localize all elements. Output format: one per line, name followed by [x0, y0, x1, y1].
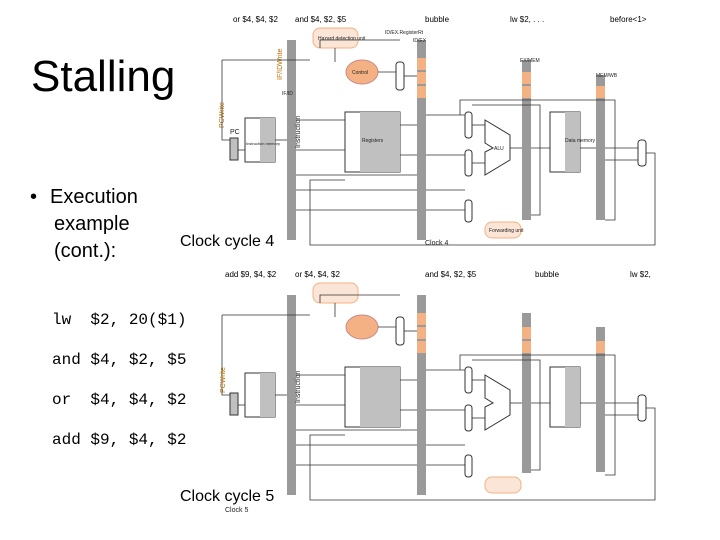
- alu: [484, 119, 511, 176]
- data-mem-label: Data memory: [565, 138, 596, 144]
- memwb-register: [596, 75, 605, 220]
- hazard-detection-unit: [312, 27, 359, 49]
- stage-label: add $9, $4, $2: [225, 270, 277, 279]
- clock-label: Clock 5: [225, 507, 248, 514]
- instruction-label: Instruction: [295, 371, 302, 403]
- idex-register: [417, 295, 426, 495]
- exmem-register: [522, 60, 531, 220]
- code-line: and $4, $2, $5: [52, 351, 187, 369]
- stage-label: before<1>: [610, 15, 647, 24]
- bullet-dot: •: [30, 186, 38, 208]
- code-line: or $4, $4, $2: [52, 391, 187, 409]
- forwarding-unit: [484, 221, 522, 239]
- instruction-label: Instruction: [295, 116, 302, 148]
- alu-label: ALU: [494, 146, 504, 152]
- exmem-register: [522, 313, 531, 473]
- control-mux: [395, 316, 405, 346]
- control-mux: [395, 61, 405, 91]
- memwb-register: [596, 327, 605, 472]
- memwb-label: MEM/WB: [596, 73, 618, 79]
- stage-label: lw $2,: [630, 270, 651, 279]
- pc-register: [229, 392, 239, 416]
- pipeline-diagram-cycle-5: add $9, $4, $2 or $4, $4, $2 and $4, $2,…: [220, 270, 656, 514]
- control-label: Control: [352, 70, 368, 76]
- ifid-register: [287, 40, 296, 240]
- idex-register: [417, 40, 426, 240]
- control-unit: [345, 314, 379, 340]
- stage-label: bubble: [425, 15, 450, 24]
- exmem-label: EX/MEM: [520, 58, 540, 64]
- stage-label: or $4, $4, $2: [295, 270, 340, 279]
- hazard-label: Hazard detection unit: [318, 36, 366, 42]
- stage-label: and $4, $2, $5: [295, 15, 347, 24]
- hazard-detection-unit: [312, 282, 359, 304]
- idex-label: ID/EX: [413, 38, 427, 44]
- stage-label: or $4, $4, $2: [233, 15, 278, 24]
- ifid-label: IF/ID: [282, 91, 293, 97]
- pcwrite-label: PCWrite: [220, 367, 227, 393]
- pcwrite-label: PCWrite: [219, 102, 226, 128]
- forwarding-unit: [484, 476, 522, 494]
- instr-mem-label: Instruction memory: [246, 141, 280, 146]
- bullet-line-1: Execution: [50, 186, 138, 208]
- stage-label: lw $2, . . .: [510, 15, 544, 24]
- caption-clock-cycle-5: Clock cycle 5: [180, 488, 275, 505]
- pc-label: PC: [230, 129, 240, 136]
- stage-label: bubble: [535, 270, 560, 279]
- caption-clock-cycle-4: Clock cycle 4: [180, 233, 275, 250]
- reg-label: ID/EX.RegisterRt: [385, 30, 424, 36]
- bullet-line-2: example: [54, 213, 130, 235]
- pipeline-diagram-cycle-4: or $4, $4, $2 and $4, $2, $5 bubble lw $…: [219, 15, 656, 247]
- ifid-register: [287, 295, 296, 495]
- ifidwrite-label: IF/IDWrite: [277, 49, 284, 80]
- alu: [484, 374, 511, 431]
- slide-title: Stalling: [31, 52, 176, 101]
- bullet-text: • Execution example (cont.):: [30, 184, 138, 265]
- clock-label: Clock 4: [425, 240, 448, 247]
- stage-label: and $4, $2, $5: [425, 270, 477, 279]
- pc-register: [229, 137, 239, 161]
- code-line: lw $2, 20($1): [52, 311, 187, 329]
- forwarding-label: Forwarding unit: [489, 228, 524, 234]
- code-line: add $9, $4, $2: [52, 431, 187, 449]
- code-listing: lw $2, 20($1) and $4, $2, $5 or $4, $4, …: [52, 290, 186, 470]
- registers-label: Registers: [362, 138, 384, 144]
- bullet-line-3: (cont.):: [54, 240, 117, 262]
